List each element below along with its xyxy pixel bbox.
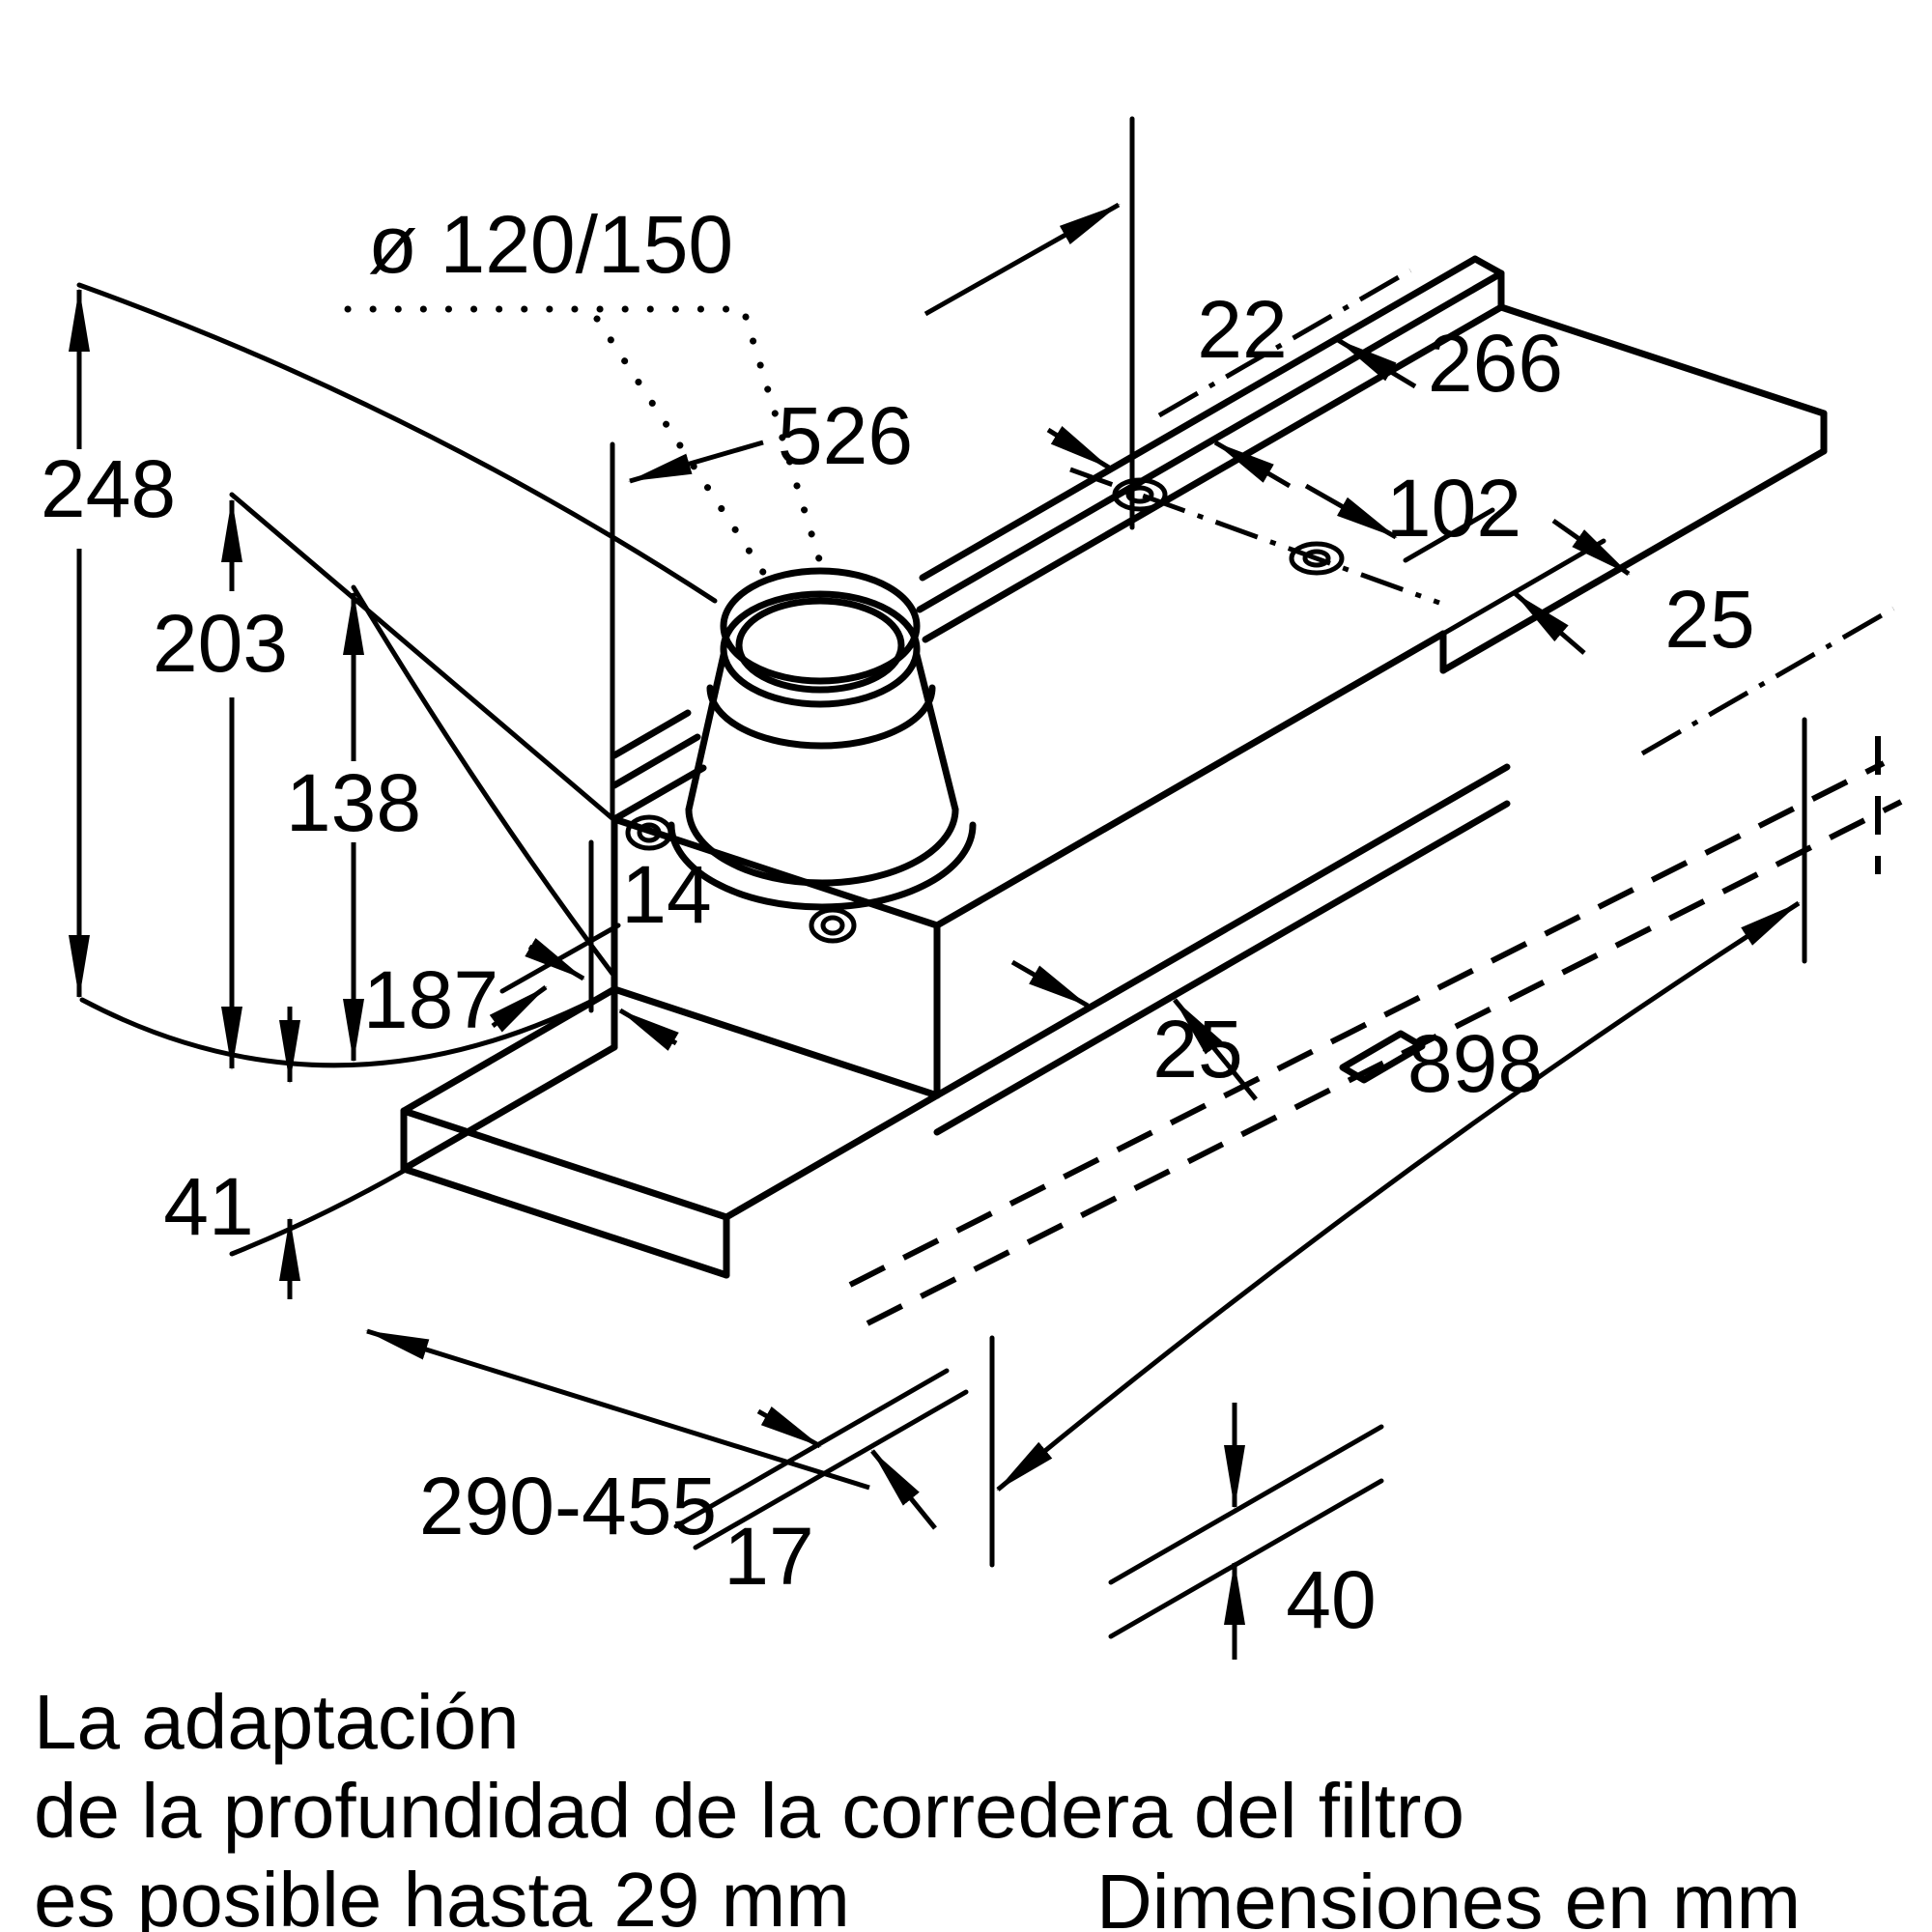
label-25-mid: 25 <box>1152 1004 1242 1094</box>
units-note: Dimensiones en mm <box>1096 1859 1801 1932</box>
dimension-labels: ø 120/150 526 22 266 102 25 248 203 138 … <box>41 199 1755 1645</box>
label-14: 14 <box>621 849 711 940</box>
label-898: 898 <box>1407 1018 1543 1109</box>
label-102: 102 <box>1386 463 1521 554</box>
label-526: 526 <box>778 390 913 481</box>
note-line-2: de la profundidad de la corredera del fi… <box>34 1768 1464 1854</box>
label-41: 41 <box>163 1161 253 1252</box>
label-25-top: 25 <box>1664 574 1754 665</box>
note-line-3: es posible hasta 29 mm <box>34 1857 850 1932</box>
label-203: 203 <box>153 598 288 689</box>
label-40: 40 <box>1286 1554 1376 1645</box>
duct-outlet-cone <box>625 567 977 944</box>
label-17: 17 <box>724 1511 813 1602</box>
label-138: 138 <box>286 757 421 848</box>
centre-lines-and-holes <box>1069 268 1895 756</box>
dimension-arrows <box>69 202 1801 1660</box>
witness-lines <box>76 116 1807 1639</box>
telescopic-visor-outline <box>400 985 1426 1279</box>
label-290-455: 290-455 <box>419 1461 717 1551</box>
hidden-rail-dashed-lines <box>848 736 1903 1326</box>
label-duct-diameter: ø 120/150 <box>368 199 733 290</box>
label-248: 248 <box>41 443 176 534</box>
note-line-1: La adaptación <box>34 1679 520 1765</box>
label-187: 187 <box>363 954 498 1045</box>
footer-notes: La adaptación de la profundidad de la co… <box>34 1679 1801 1932</box>
label-266: 266 <box>1428 318 1563 409</box>
diameter-dotted-leaders <box>344 305 827 583</box>
label-22: 22 <box>1197 284 1287 375</box>
